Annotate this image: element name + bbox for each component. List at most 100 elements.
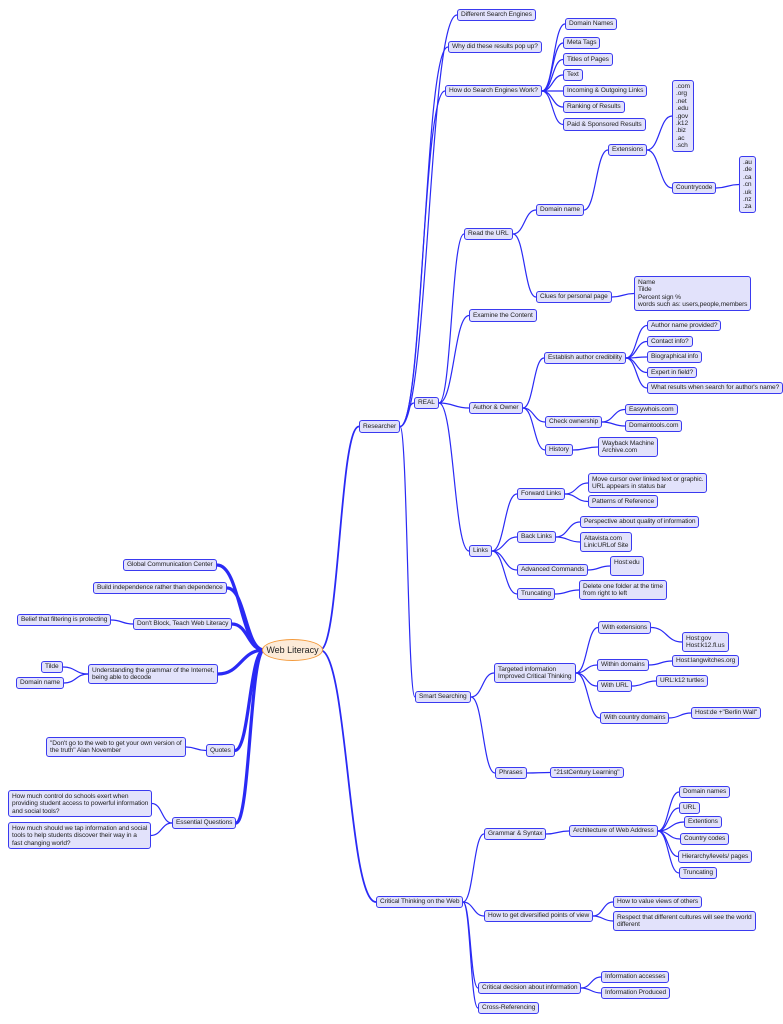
topic-value-views[interactable]: How to value views of others xyxy=(613,896,703,908)
topic-critical[interactable]: Critical Thinking on the Web xyxy=(376,896,464,908)
topic-host-gov[interactable]: Host:gov Host:k12.fl.us xyxy=(682,632,729,652)
topic-why-pop[interactable]: Why did these results pop up? xyxy=(448,41,542,53)
connector-essential-to-q2 xyxy=(150,822,173,837)
topic-contact[interactable]: Contact info? xyxy=(647,336,693,348)
topic-grammar[interactable]: Grammar & Syntax xyxy=(484,828,547,840)
central-topic[interactable]: Web Literacy xyxy=(262,639,323,661)
topic-quote-text[interactable]: "Don't go to the web to get your own ver… xyxy=(46,737,186,757)
topic-targeted[interactable]: Targeted information Improved Critical T… xyxy=(494,663,576,683)
connector-advanced-to-host-edu xyxy=(587,565,611,571)
topic-titles[interactable]: Titles of Pages xyxy=(563,53,613,66)
topic-patterns[interactable]: Patterns of Reference xyxy=(588,495,659,508)
topic-understanding[interactable]: Understanding the grammar of the Interne… xyxy=(88,664,219,684)
topic-countrycode[interactable]: Countrycode xyxy=(672,182,717,194)
connector-within-dom-to-host-lang xyxy=(648,660,673,666)
connector-real-to-examine xyxy=(438,314,470,404)
topic-info-access[interactable]: Information accesses xyxy=(601,971,670,983)
topic-perspective[interactable]: Perspective about quality of information xyxy=(580,516,700,528)
topic-author-name[interactable]: Author name provided? xyxy=(647,320,722,332)
topic-host-lang[interactable]: Host:langwitches.org xyxy=(672,655,740,667)
topic-21st[interactable]: "21stCentury Learning" xyxy=(550,767,624,779)
topic-architecture[interactable]: Architecture of Web Address xyxy=(569,825,658,837)
topic-easywhois[interactable]: Easywhois.com xyxy=(625,404,678,416)
topic-a-hier[interactable]: Hierarchy/levels/ pages xyxy=(678,850,753,863)
topic-a-url[interactable]: URL xyxy=(679,802,700,814)
topic-diff-engines[interactable]: Different Search Engines xyxy=(457,9,536,21)
topic-clues-list[interactable]: Name Tilde Percent sign % words such as:… xyxy=(634,276,752,311)
topic-a-cc[interactable]: Country codes xyxy=(680,833,730,845)
connector-decision-to-info-prod xyxy=(580,987,602,994)
topic-url-k12[interactable]: URL:k12 turtles xyxy=(656,675,708,687)
topic-bio[interactable]: Biographical info xyxy=(647,351,703,363)
topic-what-results[interactable]: What results when search for author's na… xyxy=(647,382,783,394)
topic-truncating[interactable]: Truncating xyxy=(517,588,555,600)
topic-q2[interactable]: How much should we tap information and s… xyxy=(8,822,152,850)
topic-host-edu[interactable]: Host:edu xyxy=(610,556,644,576)
topic-belief[interactable]: Belief that filtering is protecting xyxy=(17,614,112,626)
topic-respect[interactable]: Respect that different cultures will see… xyxy=(613,911,756,931)
topic-a-domain[interactable]: Domain names xyxy=(679,786,731,798)
topic-links[interactable]: Links xyxy=(469,545,492,557)
topic-wayback[interactable]: Wayback Machine Archive.com xyxy=(598,437,659,457)
topic-establish[interactable]: Establish author credibility xyxy=(544,352,626,364)
topic-back[interactable]: Back Links xyxy=(517,531,556,543)
connector-architecture-to-a-domain xyxy=(657,791,680,832)
connector-essential-to-q1 xyxy=(151,802,173,824)
topic-diversified[interactable]: How to get diversified points of view xyxy=(484,910,594,922)
topic-how-work[interactable]: How do Search Engines Work? xyxy=(445,85,542,97)
topic-with-ext[interactable]: With extensions xyxy=(598,621,652,634)
topic-a-ext[interactable]: Extentions xyxy=(684,816,722,828)
topic-quotes[interactable]: Quotes xyxy=(206,744,235,757)
topic-links-io[interactable]: Incoming & Outgoing Links xyxy=(563,85,648,97)
connector-read-url-to-domain-name xyxy=(512,209,537,235)
topic-a-trunc[interactable]: Truncating xyxy=(679,867,717,879)
topic-essential[interactable]: Essential Questions xyxy=(172,817,237,829)
topic-ranking[interactable]: Ranking of Results xyxy=(563,101,625,113)
topic-text[interactable]: Text xyxy=(563,69,583,81)
topic-altavista[interactable]: Altavista.com Link:URLof Site xyxy=(580,532,633,552)
connector-critical-to-grammar xyxy=(462,833,485,903)
connector-understanding-to-tilde xyxy=(62,666,89,675)
connector-with-ext-to-host-gov xyxy=(650,626,683,643)
topic-q1[interactable]: How much control do schools exert when p… xyxy=(8,790,153,818)
connector-countrycode-to-cc-list xyxy=(715,183,740,189)
topic-l-domain[interactable]: Domain name xyxy=(16,677,64,689)
topic-real[interactable]: REAL xyxy=(414,397,439,409)
topic-read-url[interactable]: Read the URL xyxy=(464,228,513,240)
topic-extensions[interactable]: Extensions xyxy=(608,144,648,156)
topic-decision[interactable]: Critical decision about information xyxy=(478,982,582,994)
topic-info-prod[interactable]: Information Produced xyxy=(601,987,671,999)
connector-with-country-to-host-de xyxy=(668,712,692,719)
topic-tilde[interactable]: Tilde xyxy=(41,661,63,673)
topic-dont-block[interactable]: Don't Block, Teach Web Literacy xyxy=(133,618,233,630)
topic-meta-tags[interactable]: Meta Tags xyxy=(563,37,601,49)
topic-global[interactable]: Global Communication Center xyxy=(123,559,217,571)
topic-history[interactable]: History xyxy=(545,444,573,456)
topic-domain-names[interactable]: Domain Names xyxy=(565,18,618,30)
topic-with-url[interactable]: With URL xyxy=(597,680,633,692)
topic-domain-name[interactable]: Domain name xyxy=(536,204,584,216)
topic-check-owner[interactable]: Check ownership xyxy=(545,416,603,428)
topic-build[interactable]: Build independence rather than dependenc… xyxy=(93,582,227,594)
topic-within-dom[interactable]: Within domains xyxy=(597,659,649,671)
topic-examine[interactable]: Examine the Content xyxy=(469,309,537,322)
topic-move-cursor[interactable]: Move cursor over linked text or graphic.… xyxy=(588,473,708,493)
topic-crossref[interactable]: Cross-Referencing xyxy=(478,1002,540,1014)
topic-paid[interactable]: Paid & Sponsored Results xyxy=(563,118,646,131)
topic-delete-folder[interactable]: Delete one folder at the time from right… xyxy=(579,580,667,600)
topic-phrases[interactable]: Phrases xyxy=(495,767,527,779)
topic-researcher[interactable]: Researcher xyxy=(359,420,401,433)
topic-author-owner[interactable]: Author & Owner xyxy=(469,402,523,414)
topic-expert[interactable]: Expert in field? xyxy=(647,367,698,379)
topic-advanced[interactable]: Advanced Commands xyxy=(517,564,589,576)
topic-clues[interactable]: Clues for personal page xyxy=(536,291,612,303)
topic-host-de[interactable]: Host:de +"Berlin Wall" xyxy=(691,707,762,719)
topic-forward[interactable]: Forward Links xyxy=(517,488,566,500)
topic-smart[interactable]: Smart Searching xyxy=(415,691,471,703)
topic-domaintools[interactable]: Domaintools.com xyxy=(625,420,683,432)
topic-ext-list[interactable]: .com .org .net .edu .gov .k12 .biz .ac .… xyxy=(672,80,694,152)
topic-cc-list[interactable]: .au .de .ca .cn .uk .nz .za xyxy=(739,156,756,213)
connector-links-to-truncating xyxy=(491,550,518,595)
topic-with-country[interactable]: With country domains xyxy=(600,712,670,724)
